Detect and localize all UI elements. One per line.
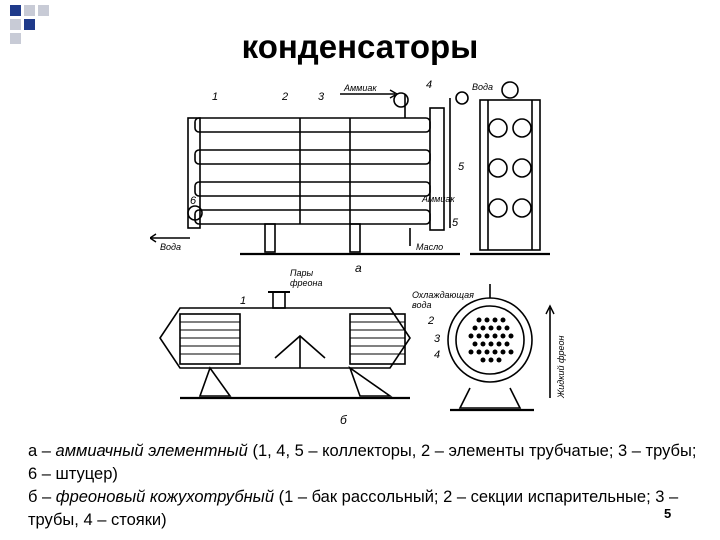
label-water-top: Вода xyxy=(472,82,493,92)
label-freon-vapor-2: фреона xyxy=(290,278,323,288)
caption-b-rest: (1 – бак рассольный; 2 – секции испарите… xyxy=(28,488,679,529)
label-b2: 2 xyxy=(427,315,434,327)
slide-title: конденсаторы xyxy=(241,28,479,65)
caption: а – аммиачный элементный (1, 4, 5 – колл… xyxy=(28,440,698,532)
label-5b: 5 xyxy=(452,217,459,229)
label-2: 2 xyxy=(281,91,288,103)
label-cooling-water-1: Охлаждающая xyxy=(412,290,474,300)
label-ammonia-in: Аммиак xyxy=(343,83,377,93)
caption-line-b: б – фреоновый кожухотрубный (1 – бак рас… xyxy=(28,486,698,532)
label-water-bottom: Вода xyxy=(160,242,181,252)
caption-a-prefix: а – xyxy=(28,442,56,460)
caption-b-name: фреоновый кожухотрубный xyxy=(55,488,274,506)
caption-line-a: а – аммиачный элементный (1, 4, 5 – колл… xyxy=(28,440,698,486)
label-1: 1 xyxy=(212,91,218,103)
label-b4: 4 xyxy=(434,349,440,361)
condenser-drawing: 1 2 3 4 5 5 6 Аммиак Вода Аммиак Вода Ма… xyxy=(150,79,566,427)
label-freon-vapor-1: Пары xyxy=(290,268,314,278)
label-ammonia-out: Аммиак xyxy=(421,194,455,204)
label-liquid-freon: Жидкий фреон xyxy=(556,335,566,399)
caption-b-prefix: б – xyxy=(28,488,56,506)
corner-decoration xyxy=(10,5,49,44)
caption-a-rest: (1, 4, 5 – коллекторы, 2 – элементы труб… xyxy=(28,442,697,483)
label-4: 4 xyxy=(426,79,432,91)
label-cooling-water-2: вода xyxy=(412,300,432,310)
label-fig-a: а xyxy=(355,261,362,275)
label-fig-b: б xyxy=(340,413,348,427)
label-b1: 1 xyxy=(240,295,246,307)
caption-a-name: аммиачный элементный xyxy=(55,442,248,460)
tube-sheet-dots xyxy=(468,317,514,363)
label-b3: 3 xyxy=(434,333,441,345)
page-number: 5 xyxy=(664,506,672,521)
label-5: 5 xyxy=(458,161,465,173)
label-oil: Масло xyxy=(416,242,443,252)
label-6: 6 xyxy=(190,195,197,207)
tube-elements xyxy=(194,117,431,225)
label-3: 3 xyxy=(318,91,325,103)
